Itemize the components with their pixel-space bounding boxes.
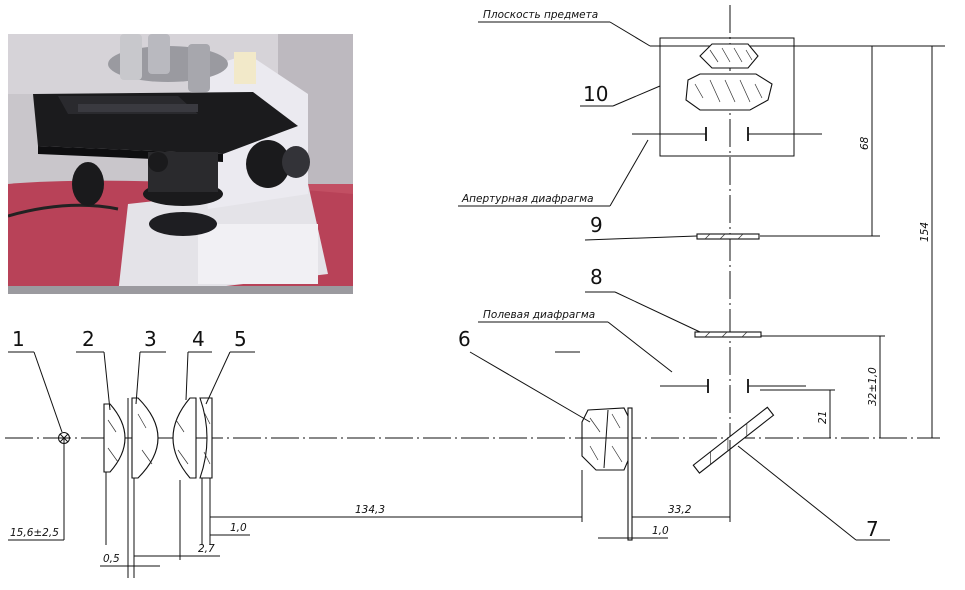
- field-diaphragm-caption: Полевая диафрагма: [483, 309, 595, 321]
- label-1: 1: [12, 327, 25, 351]
- element-10-frame: [659, 37, 795, 157]
- label-4-leader: [185, 351, 189, 401]
- label-7-leader: [737, 445, 857, 541]
- object-plane-leader: [609, 21, 651, 47]
- element-6-plate: [627, 407, 633, 541]
- label-3-leader: [135, 351, 141, 405]
- dim-68: 68: [859, 136, 871, 150]
- label-10-leader: [612, 85, 661, 107]
- label-1-leader: [33, 351, 63, 433]
- aperture-diaphragm-leader: [609, 139, 649, 207]
- microscope-illustration: [8, 34, 353, 294]
- microscope-photo: [8, 34, 353, 294]
- dim-33-2: 33,2: [668, 504, 692, 516]
- label-2: 2: [82, 327, 95, 351]
- element-6-hatching: [589, 413, 623, 463]
- label-4: 4: [192, 327, 205, 351]
- label-9: 9: [590, 213, 603, 237]
- dim-2-7: 2,7: [198, 543, 215, 555]
- label-10: 10: [583, 82, 608, 106]
- element-3-hatching: [137, 413, 153, 465]
- dim-15-6: 15,6±2,5: [10, 527, 59, 539]
- element-8-hatching: [704, 331, 748, 338]
- dim-0-5: 0,5: [103, 553, 120, 565]
- label-8-leader: [614, 291, 701, 333]
- element-5-lens: [199, 397, 213, 479]
- label-5-leader: [205, 351, 231, 405]
- element-3-lens: [131, 397, 159, 479]
- dim-134-3: 134,3: [355, 504, 385, 516]
- element-7-mirror: [692, 406, 775, 474]
- element-4-hatching: [175, 419, 189, 465]
- dim-1-0-a: 1,0: [230, 522, 247, 534]
- specimen-hex-shape: [699, 43, 759, 69]
- label-8: 8: [590, 265, 603, 289]
- element-2-hatching: [107, 419, 119, 463]
- element-5-hatching: [203, 411, 211, 465]
- dim-1-0-b: 1,0: [652, 525, 669, 537]
- element-2-lens: [103, 403, 126, 473]
- dim-32: 32±1,0: [867, 367, 879, 406]
- specimen-large-shape: [685, 73, 773, 111]
- element-9-hatching: [704, 233, 744, 240]
- label-3: 3: [144, 327, 157, 351]
- specimen-hatching: [694, 47, 763, 103]
- label-6: 6: [458, 327, 471, 351]
- dim-21: 21: [817, 411, 829, 424]
- aperture-diaphragm-caption: Апертурная диафрагма: [461, 193, 594, 205]
- label-6-leader: [469, 351, 591, 423]
- label-5: 5: [234, 327, 247, 351]
- element-4-lens: [172, 397, 197, 479]
- element-8-plate: [694, 331, 762, 338]
- object-plane-caption: Плоскость предмета: [483, 9, 598, 21]
- label-7: 7: [866, 517, 879, 541]
- element-6-internal-line: [603, 409, 609, 469]
- element-9-plate: [696, 233, 760, 240]
- label-2-leader: [103, 351, 111, 411]
- label-9-leader: [584, 235, 698, 241]
- field-diaphragm-leader: [607, 321, 673, 373]
- dim-154: 154: [919, 222, 931, 242]
